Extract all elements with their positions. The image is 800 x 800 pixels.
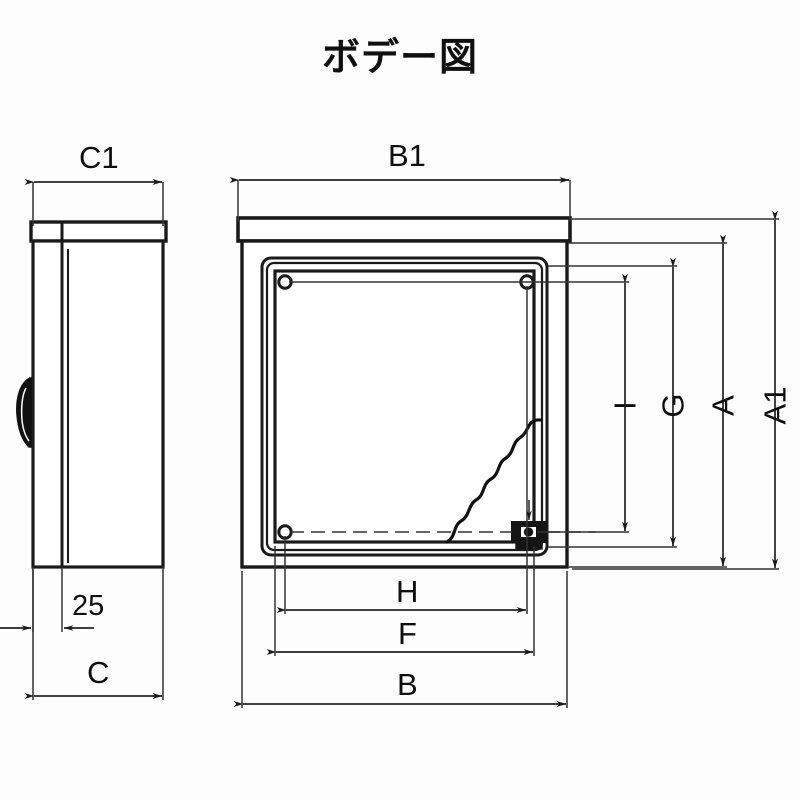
- dimension-label-G: G: [655, 393, 691, 418]
- side-view-cap-band: [29, 220, 168, 243]
- dimension-F: [266, 546, 535, 656]
- dimension-H: [276, 286, 528, 614]
- dimension-label-I: I: [607, 401, 643, 410]
- front-view-door-frame: [260, 256, 549, 557]
- dimension-B: [233, 571, 568, 708]
- side-view-body: [31, 239, 165, 569]
- dimension-label-25: 25: [72, 590, 105, 622]
- dimension-label-C: C: [87, 655, 110, 690]
- side-view-door-leaf: [60, 241, 70, 567]
- latch-reference-lines: [290, 500, 596, 533]
- dimension-G: [548, 257, 677, 548]
- front-view-inner-panel: [273, 269, 536, 544]
- break-line: [445, 418, 542, 544]
- dimension-C1: [24, 179, 164, 226]
- page-title: ボデー図: [321, 35, 478, 79]
- latch: [511, 521, 547, 550]
- dimension-label-F: F: [398, 616, 417, 651]
- dimension-label-C1: C1: [79, 140, 119, 175]
- front-view-cap-band: [236, 216, 572, 243]
- side-view: [16, 220, 168, 569]
- dimension-label-A: A: [705, 395, 741, 416]
- dimension-label-B: B: [397, 667, 418, 702]
- dimension-A1: [572, 210, 779, 570]
- dimension-B1: [229, 177, 571, 222]
- side-view-handle: [16, 377, 32, 448]
- dimension-label-A1: A1: [757, 386, 793, 425]
- dimension-A: [568, 234, 727, 568]
- dimension-label-B1: B1: [388, 138, 426, 173]
- dimension-C: [24, 567, 164, 700]
- front-view: [236, 216, 572, 569]
- dimension-label-H: H: [396, 574, 419, 609]
